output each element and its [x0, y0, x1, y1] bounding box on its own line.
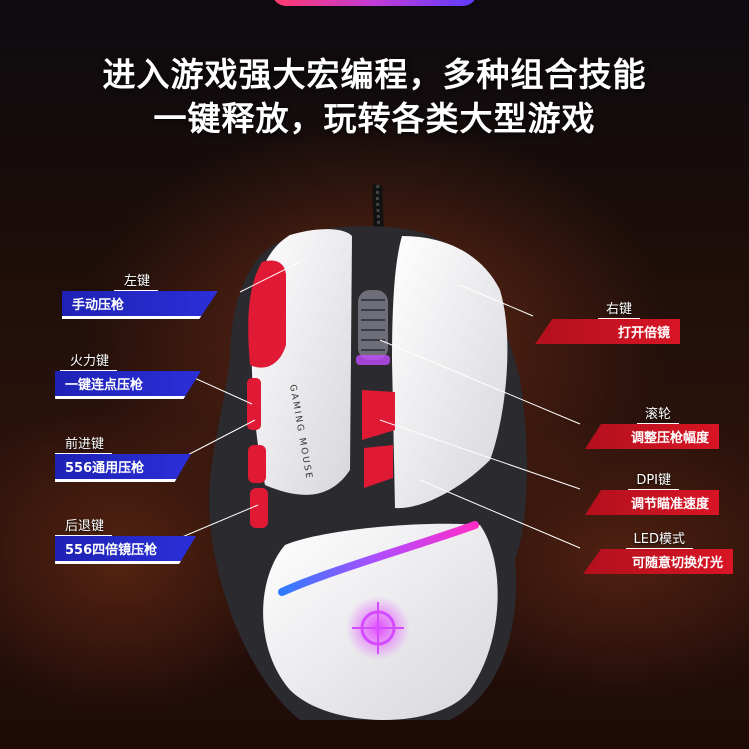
callout-line-wheel: [379, 339, 581, 425]
callout-line-dpi: [379, 419, 581, 490]
label-right-click: 右键 打开倍镜: [535, 297, 680, 344]
dpi-button-up: [362, 390, 395, 440]
rgb-light-strip: [278, 521, 479, 596]
label-dpi-key: DPI键 调节瞄准速度: [585, 468, 719, 515]
scroll-wheel: [358, 290, 388, 360]
callout-line-right-click: [459, 284, 534, 317]
label-led-mode: LED模式 可随意切换灯光: [583, 527, 733, 574]
label-fire-key-desc: 一键连点压枪: [55, 371, 201, 399]
callout-line-forward: [179, 419, 256, 460]
callout-line-left-click: [239, 261, 301, 293]
label-right-click-desc: 打开倍镜: [535, 319, 680, 344]
side-button-back: [250, 488, 268, 528]
label-dpi-key-desc: 调节瞄准速度: [585, 490, 719, 515]
headline-line-2: 一键释放，玩转各类大型游戏: [153, 99, 596, 138]
label-led-mode-title: LED模式: [625, 527, 693, 549]
side-button-fire: [247, 378, 261, 430]
label-left-click: 左键 手动压枪: [62, 269, 218, 319]
top-gradient-banner: [272, 0, 477, 6]
mouse-right-button: [392, 236, 508, 509]
label-fire-key-title: 火力键: [60, 349, 118, 371]
label-fire-key: 火力键 一键连点压枪: [55, 349, 201, 399]
headline-line-1: 进入游戏强大宏编程，多种组合技能: [102, 55, 647, 94]
label-back-key-title: 后退键: [55, 514, 113, 536]
label-scroll-wheel-desc: 调整压枪幅度: [585, 424, 719, 449]
label-back-key: 后退键 556四倍镜压枪: [55, 514, 196, 564]
label-forward-key: 前进键 556通用压枪: [55, 432, 191, 482]
dpi-button-down: [364, 445, 393, 488]
label-left-click-title: 左键: [114, 269, 159, 291]
side-button-forward: [248, 445, 266, 483]
callout-line-fire: [189, 375, 253, 405]
label-scroll-wheel-title: 滚轮: [636, 402, 679, 424]
label-dpi-key-title: DPI键: [628, 468, 679, 490]
callout-line-led: [419, 479, 581, 549]
label-forward-key-title: 前进键: [55, 432, 113, 454]
label-forward-key-desc: 556通用压枪: [55, 454, 191, 482]
label-scroll-wheel: 滚轮 调整压枪幅度: [585, 402, 719, 449]
callout-line-back: [174, 504, 259, 541]
label-led-mode-desc: 可随意切换灯光: [583, 549, 733, 574]
label-left-click-desc: 手动压枪: [62, 291, 218, 319]
mouse-red-accent: [248, 260, 286, 368]
label-right-click-title: 右键: [597, 297, 640, 319]
label-back-key-desc: 556四倍镜压枪: [55, 536, 196, 564]
